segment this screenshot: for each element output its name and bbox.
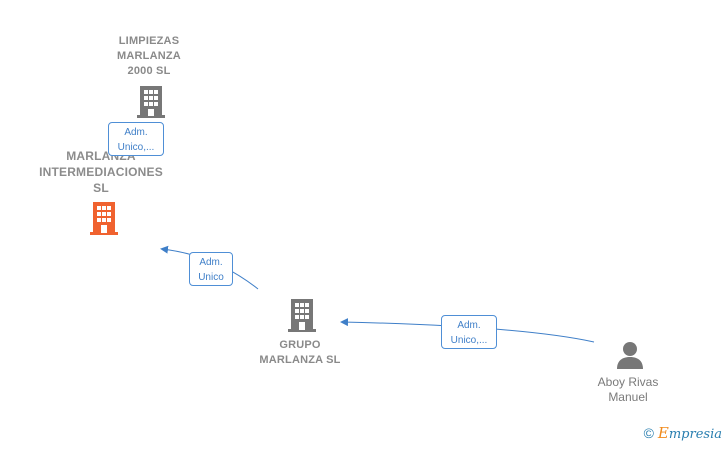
relation-badge-grupo-intermediaciones[interactable]: Adm. Unico <box>189 252 233 286</box>
relation-line: Adm. <box>457 320 481 331</box>
relation-badge-aboy-grupo[interactable]: Adm. Unico,... <box>441 315 497 349</box>
relation-line: Adm. <box>199 257 223 268</box>
copyright-icon: © <box>643 425 654 441</box>
label-line: 2000 SL <box>127 65 171 77</box>
relation-line: Unico <box>198 272 224 283</box>
relation-line: Adm. <box>124 127 148 138</box>
building-icon[interactable] <box>88 200 120 236</box>
brand-name: mpresia <box>668 427 722 442</box>
person-label-aboy[interactable]: Aboy Rivas Manuel <box>580 375 676 405</box>
label-line: MARLANZA <box>117 50 181 62</box>
person-icon[interactable] <box>615 340 645 370</box>
company-label-intermediaciones[interactable]: MARLANZA INTERMEDIACIONES SL <box>26 148 176 196</box>
company-label-limpiezas[interactable]: LIMPIEZAS MARLANZA 2000 SL <box>100 34 198 79</box>
building-icon[interactable] <box>287 297 317 333</box>
brand-initial: E <box>657 424 669 442</box>
empresia-watermark: ©Empresia <box>644 424 722 442</box>
building-icon[interactable] <box>136 84 166 118</box>
relation-line: Unico,... <box>450 335 488 346</box>
label-line: Aboy Rivas <box>597 375 659 389</box>
label-line: MARLANZA SL <box>259 354 341 366</box>
label-line: SL <box>93 181 109 195</box>
label-line: GRUPO <box>279 339 321 351</box>
company-label-grupo[interactable]: GRUPO MARLANZA SL <box>245 338 355 368</box>
relation-line: Unico,... <box>117 142 155 153</box>
label-line: Manuel <box>608 390 648 404</box>
label-line: LIMPIEZAS <box>118 35 180 47</box>
relation-badge-limpiezas[interactable]: Adm. Unico,... <box>108 122 164 156</box>
label-line: INTERMEDIACIONES <box>39 165 163 179</box>
